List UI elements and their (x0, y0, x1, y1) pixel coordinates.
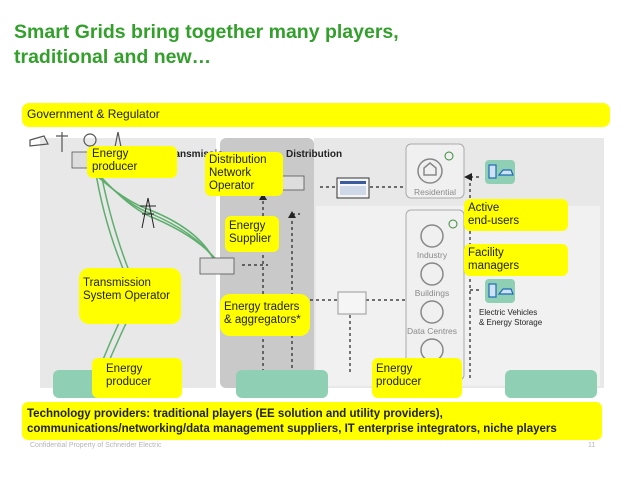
energy-producer-bottom-right-label: Energy producer (372, 358, 462, 398)
footer-confidential: Confidential Property of Schneider Elect… (30, 442, 162, 449)
tso-label: Transmission System Operator (79, 268, 181, 324)
residential-label: Residential (413, 187, 457, 197)
government-regulator-banner: Government & Regulator (22, 103, 610, 127)
energy-producer-top-label: Energy producer (87, 146, 177, 178)
government-label: Government & Regulator (27, 107, 160, 121)
page-number: 11 (588, 442, 596, 449)
data-centres-label: Data Centres (406, 326, 458, 336)
active-end-users-label: Active end-users (464, 199, 568, 231)
transmission-header: Transmissio (165, 149, 224, 160)
slide-title: Smart Grids bring together many players,… (14, 21, 399, 68)
dso-label: Distribution Network Operator (205, 152, 283, 196)
technology-providers-text: Technology providers: traditional player… (27, 408, 557, 435)
energy-producer-bottom-left-label: Energy producer (92, 358, 182, 398)
traders-aggregators-label: Energy traders & aggregators* (220, 294, 310, 336)
energy-supplier-label: Energy Supplier (225, 216, 279, 252)
ev-storage-label: Electric Vehicles & Energy Storage (479, 308, 543, 327)
generation-strip-right (505, 370, 597, 398)
buildings-label: Buildings (414, 288, 450, 298)
generation-strip-middle (236, 370, 328, 398)
technology-providers-banner: Technology providers: traditional player… (22, 402, 602, 440)
facility-managers-label: Facility managers (464, 244, 568, 276)
distribution-header: Distribution (286, 149, 343, 160)
transmission-panel (40, 138, 216, 388)
industry-label: Industry (416, 250, 448, 260)
